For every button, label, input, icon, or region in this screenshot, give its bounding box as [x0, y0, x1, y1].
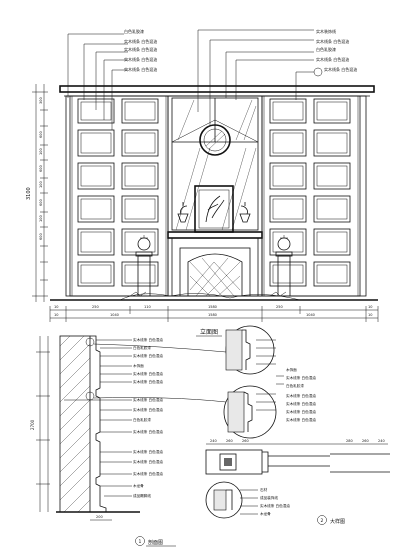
callout-tl-1: 实木线条 白色混油 [124, 38, 157, 44]
callouts-top-right: 实木装饰线 实木线条 白色混油 白色乳胶漆 实木线条 白色混油 实木线条 白色混… [197, 28, 357, 126]
callout-d-5: 实木线条 白色混油 [286, 409, 316, 414]
pedestal-right [275, 235, 293, 297]
fireplace [119, 231, 301, 301]
callouts-top-left: 白色乳胶漆 实木线条 白色混油 实木线条 白色混油 实木线条 白色混油 实木线条… [67, 28, 157, 130]
callout-tr-0: 实木装饰线 [316, 28, 336, 34]
callout-d-4: 实木线条 白色混油 [286, 401, 316, 406]
detail-circle-middle [223, 385, 277, 439]
callout-tr-2: 白色乳胶漆 [316, 46, 336, 52]
dim-b2-2: 1580 [208, 313, 217, 317]
left-dim-5: 600 [39, 165, 43, 172]
dim-b1-3: 1580 [208, 305, 217, 309]
callout-tl-2: 实木线条 白色混油 [124, 46, 157, 52]
section-marker-num: 1 [139, 539, 142, 545]
framed-painting [194, 185, 234, 233]
callout-tl-0: 白色乳胶漆 [124, 28, 144, 34]
dim-b2-1: 1040 [110, 313, 119, 317]
elevation-height-dim: 3100 [26, 187, 32, 200]
callout-d-2: 白色乳胶漆 [286, 383, 304, 388]
section-marker [135, 536, 145, 546]
center-mirror-panel [167, 95, 263, 297]
callout-d-3: 实木线条 白色混油 [286, 393, 316, 398]
left-dim-9: 600 [39, 233, 43, 240]
callout-s-10: 实木线条 白色混油 [133, 449, 163, 454]
callout-s-11: 实木线条 白色混油 [133, 459, 163, 464]
callout-s-6: 实木线条 白色混油 [133, 397, 163, 402]
left-dim-8: 100 [39, 215, 43, 222]
callout-s-8: 白色乳胶漆 [133, 417, 151, 422]
vase-left [177, 202, 189, 223]
dim-d-5: 240 [378, 439, 385, 443]
callout-s-1: 白色乳胶漆 [133, 345, 151, 350]
callout-b-2: 实木线条 白色混油 [260, 503, 290, 508]
callout-tl-4: 实木线条 白色混油 [124, 66, 157, 72]
vase-right [239, 202, 251, 223]
callout-s-0: 实木线条 白色混油 [133, 337, 163, 342]
right-panel-grid [261, 95, 361, 297]
callout-tl-3: 实木线条 白色混油 [124, 56, 157, 62]
section-depth-dim: 200 [96, 515, 103, 519]
dim-d-4: 260 [362, 439, 369, 443]
callout-tr-3: 实木线条 白色混油 [316, 56, 349, 62]
callout-d-6: 实木线条 白色混油 [286, 417, 316, 422]
dim-b1-2: 110 [144, 305, 151, 309]
callout-b-0: 石材 [260, 487, 268, 492]
callouts-detail: 木饰面 实木线条 白色混油 白色乳胶漆 实木线条 白色混油 实木线条 白色混油 … [276, 367, 316, 422]
bottom-detail: 石材 成品装饰线 实木线条 白色混油 木龙骨 2 大样图 [205, 481, 345, 525]
plan-strip: 240 260 260 280 260 240 [205, 439, 390, 475]
callout-s-14: 成品踢脚线 [133, 493, 151, 498]
elevation-title: 立面图 [200, 328, 218, 336]
left-dim-3: 600 [39, 131, 43, 138]
dim-b2-0: 10 [54, 313, 58, 317]
section-view: 2700 200 实木线条 白色混油 白色乳胶漆 实木线条 白色混油 木饰面 实… [30, 335, 227, 547]
bottom-dimension-rows: 10 250 110 1580 250 10 10 1040 1580 1040… [49, 305, 379, 322]
section-height-dim: 2700 [30, 419, 35, 430]
round-medallion [199, 124, 231, 156]
callout-s-4: 实木线条 白色混油 [133, 371, 163, 376]
callout-d-0: 木饰面 [286, 367, 297, 372]
dim-d-0: 240 [210, 439, 217, 443]
callout-s-12: 实木线条 白色混油 [133, 471, 163, 476]
callouts-section: 实木线条 白色混油 白色乳胶漆 实木线条 白色混油 木饰面 实木线条 白色混油 … [64, 337, 163, 498]
callout-b-1: 成品装饰线 [260, 495, 278, 500]
detail-marker [317, 515, 327, 525]
callout-s-2: 实木线条 白色混油 [133, 353, 163, 358]
detail-marker-num: 2 [321, 518, 324, 524]
callout-s-7: 实木线条 白色混油 [133, 407, 163, 412]
callout-s-3: 木饰面 [133, 363, 144, 368]
left-dim-4: 100 [39, 148, 43, 155]
callout-s-5: 实木线条 白色混油 [133, 379, 163, 384]
callout-tr-4: 实木线条 白色混油 [324, 66, 357, 72]
left-dimension-chain: 3100 300 600 600 600 600 100 100 100 [26, 84, 48, 302]
detail-view: 木饰面 实木线条 白色混油 白色乳胶漆 实木线条 白色混油 实木线条 白色混油 … [205, 325, 390, 525]
section-title: 剖面图 [148, 539, 163, 546]
dim-b1-4: 250 [276, 305, 283, 309]
elevation-view: 3100 300 600 600 600 600 100 100 100 10 … [26, 28, 379, 337]
left-panel-grid [69, 95, 169, 297]
dim-d-1: 260 [226, 439, 233, 443]
dim-b1-1: 250 [92, 305, 99, 309]
dim-d-2: 260 [242, 439, 249, 443]
callout-tr-1: 实木线条 白色混油 [316, 38, 349, 44]
dim-b1-0: 10 [54, 305, 58, 309]
dim-b1-5: 10 [368, 305, 372, 309]
cornice [59, 85, 375, 93]
left-dim-6: 100 [39, 181, 43, 188]
callout-s-13: 木龙骨 [133, 483, 144, 488]
detail-title: 大样图 [330, 518, 345, 525]
callout-b-3: 木龙骨 [260, 511, 271, 516]
dim-b2-3: 1040 [306, 313, 315, 317]
left-dim-1: 300 [39, 97, 43, 104]
dim-b2-4: 10 [368, 313, 372, 317]
callout-s-9: 实木线条 白色混油 [133, 429, 163, 434]
dim-d-3: 280 [346, 439, 353, 443]
left-dim-7: 600 [39, 199, 43, 206]
pedestal-left [135, 235, 153, 297]
callout-d-1: 实木线条 白色混油 [286, 375, 316, 380]
